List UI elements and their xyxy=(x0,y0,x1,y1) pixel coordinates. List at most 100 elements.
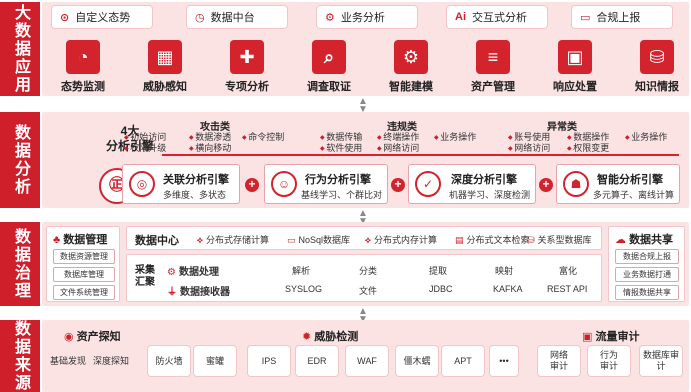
more-box[interactable]: ••• xyxy=(490,346,518,376)
org-chart-icon: ♣ xyxy=(53,234,61,246)
data-management-panel: ♣ 数据管理 数据资源管理 数据库管理 文件系统管理 xyxy=(46,226,120,302)
violation-item: 软件使用 xyxy=(320,141,362,154)
data-management-label: 数据管理 xyxy=(63,234,108,246)
module-intelligence[interactable]: ⛁ 知识情报 xyxy=(622,40,691,94)
dc-feature: ⛁关系型数据库 xyxy=(527,235,592,245)
module-label: 威胁感知 xyxy=(143,81,187,93)
data-platform-button[interactable]: ◷ 数据中台 xyxy=(187,6,287,28)
honeypot-box[interactable]: 蜜罐 xyxy=(194,346,236,376)
custom-situation-label: 自定义态势 xyxy=(75,12,131,24)
engine-divider xyxy=(162,154,679,156)
deep-probe-box[interactable]: 深度探知 xyxy=(92,356,129,366)
network-audit-box[interactable]: 网络审计 xyxy=(538,346,580,376)
waf-box[interactable]: WAF xyxy=(346,346,388,376)
module-threat-perception[interactable]: ▦ 威胁感知 xyxy=(130,40,200,94)
monitor-icon: ▭ xyxy=(580,11,591,24)
medkit-icon: ✚ xyxy=(230,40,264,74)
flow-arrow-icon: ▲▼ xyxy=(358,208,368,227)
violation-item: 终端操作 xyxy=(377,130,419,143)
interactive-analysis-label: 交互式分析 xyxy=(472,12,527,24)
engine-desc: 多元算子、离线计算 xyxy=(593,190,675,200)
module-label: 智能建模 xyxy=(389,81,433,93)
custom-situation-button[interactable]: ⊙ 自定义态势 xyxy=(52,6,152,28)
database-audit-box[interactable]: 数据库审计 xyxy=(640,346,682,376)
engine-correlation[interactable]: ◎ 关联分析引擎 多维度、多状态 xyxy=(122,164,240,204)
calendar-icon: ▦ xyxy=(148,40,182,74)
engine-title: 关联分析引擎 xyxy=(163,174,229,186)
alert-icon: ✹ xyxy=(302,331,312,343)
attack-item: 初始访问 xyxy=(124,130,166,143)
module-label: 资产管理 xyxy=(471,81,515,93)
attack-item: 命令控制 xyxy=(242,130,284,143)
module-asset-management[interactable]: ≡ 资产管理 xyxy=(458,40,528,94)
engine-desc: 多维度、多状态 xyxy=(163,190,227,200)
basic-discovery-box[interactable]: 基础发现 xyxy=(49,356,86,366)
data-center-panel: 数据中心 ⟡分布式存储计算 ▭NoSql数据库 ⟡分布式内存计算 ▤分布式文本检… xyxy=(126,226,602,250)
firewall-box[interactable]: 防火墙 xyxy=(148,346,190,376)
data-management-title: ♣ 数据管理 xyxy=(53,231,107,247)
plus-icon: + xyxy=(245,178,259,192)
compliance-report-button[interactable]: ▭ 合规上报 xyxy=(572,6,672,28)
section-label-app: 大数据应用 xyxy=(0,2,40,96)
receiver-title: ⏚数据接收器 xyxy=(167,287,230,298)
module-label: 调查取证 xyxy=(307,81,351,93)
share-icon: ⟡ xyxy=(365,235,371,245)
engine-smart[interactable]: ☗ 智能分析引擎 多元算子、离线计算 xyxy=(556,164,680,204)
module-situation-monitor[interactable]: ◔ 态势监测 xyxy=(48,40,118,94)
attack-item: 横向移动 xyxy=(189,141,231,154)
business-data-pill[interactable]: 业务数据打通 xyxy=(615,267,679,282)
data-center-title: 数据中心 xyxy=(135,235,179,247)
engine-title: 深度分析引擎 xyxy=(451,174,517,186)
engine-desc: 机器学习、深度检测 xyxy=(449,190,531,200)
engine-deep[interactable]: ✓ 深度分析引擎 机器学习、深度检测 xyxy=(408,164,536,204)
interactive-analysis-button[interactable]: Ai 交互式分析 xyxy=(447,6,547,28)
plug-icon: ⏚ xyxy=(167,287,177,298)
intel-share-pill[interactable]: 情报数据共享 xyxy=(615,285,679,300)
section-label-analysis: 数据分析 xyxy=(0,112,40,208)
filesystem-mgmt-pill[interactable]: 文件系统管理 xyxy=(53,285,115,300)
database-mgmt-pill[interactable]: 数据库管理 xyxy=(53,267,115,282)
behavior-audit-box[interactable]: 行为审计 xyxy=(588,346,630,376)
database-icon: ⛁ xyxy=(640,40,674,74)
dc-feature: ⟡分布式内存计算 xyxy=(365,235,437,245)
category-violation: 违规类 xyxy=(387,122,417,133)
engine-behavior[interactable]: ☺ 行为分析引擎 基线学习、个群比对 xyxy=(264,164,388,204)
brain-icon: ☗ xyxy=(563,171,589,197)
section-label-governance: 数据治理 xyxy=(0,222,40,306)
category-anomaly: 异常类 xyxy=(547,122,577,133)
receiver-protocol: JDBC xyxy=(429,284,453,294)
processing-step: 分类 xyxy=(359,266,378,276)
plus-icon: + xyxy=(391,178,405,192)
engine-title: 智能分析引擎 xyxy=(597,174,663,186)
shield-check-icon: ✓ xyxy=(415,171,441,197)
analysis-panel: 4大 分析引擎 攻击类 违规类 异常类 初始访问 数据渗透 命令控制 权限升级 … xyxy=(42,112,689,208)
edr-box[interactable]: EDR xyxy=(296,346,338,376)
module-label: 态势监测 xyxy=(61,81,105,93)
module-smart-modeling[interactable]: ⚙ 智能建模 xyxy=(376,40,446,94)
apt-box[interactable]: APT xyxy=(442,346,484,376)
collection-panel: 采集汇聚 ⚙数据处理 解析 分类 提取 映射 富化 ⏚数据接收器 SYSLOG … xyxy=(126,254,602,302)
violation-item: 数据传输 xyxy=(320,130,362,143)
cloud-gear-icon: ⚙ xyxy=(394,40,428,74)
ai-icon: Ai xyxy=(455,11,466,23)
db-icon: ⛁ xyxy=(527,235,535,245)
module-label: 专项分析 xyxy=(225,81,269,93)
data-resource-mgmt-pill[interactable]: 数据资源管理 xyxy=(53,249,115,264)
anomaly-item: 业务操作 xyxy=(625,130,667,143)
anomaly-item: 网络访问 xyxy=(508,141,550,154)
category-attack: 攻击类 xyxy=(200,122,230,133)
ips-box[interactable]: IPS xyxy=(248,346,290,376)
gear-icon: ⚙ xyxy=(167,267,176,278)
module-special-analysis[interactable]: ✚ 专项分析 xyxy=(212,40,282,94)
processing-step: 提取 xyxy=(429,266,448,276)
module-investigation[interactable]: ⌕ 调查取证 xyxy=(294,40,364,94)
business-analysis-button[interactable]: ⚙ 业务分析 xyxy=(317,6,417,28)
compliance-report-pill[interactable]: 数据合规上报 xyxy=(615,249,679,264)
business-analysis-label: 业务分析 xyxy=(340,12,385,24)
threat-detect-title: ✹ 威胁检测 xyxy=(302,331,359,343)
module-response[interactable]: ▣ 响应处置 xyxy=(540,40,610,94)
gauge-icon: ◔ xyxy=(66,40,100,74)
botnet-box[interactable]: 僵木蠕 xyxy=(396,346,438,376)
search-icon: ⌕ xyxy=(312,40,346,74)
analysis-icon: ⚙ xyxy=(325,11,335,24)
